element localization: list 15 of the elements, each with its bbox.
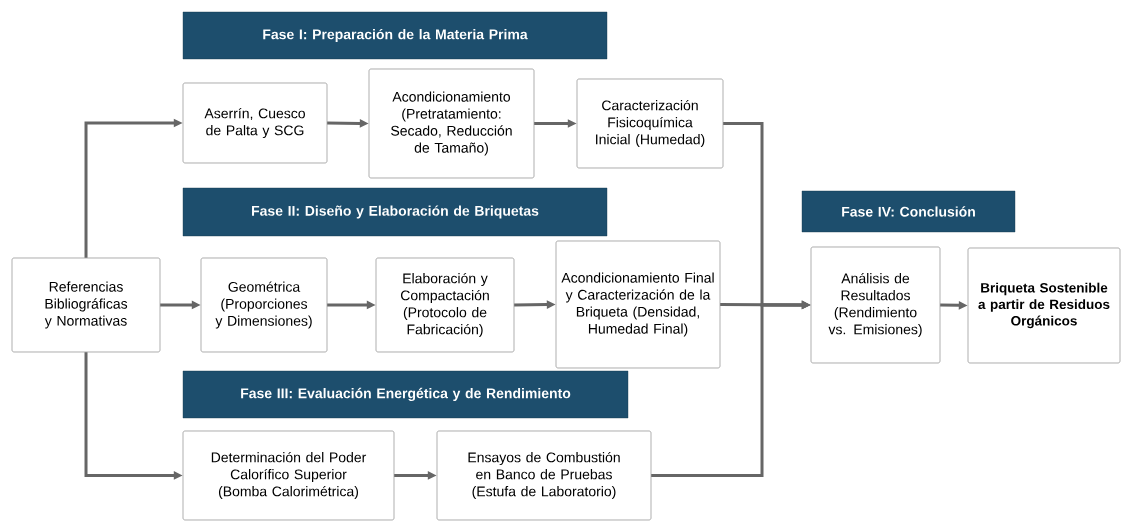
process-box: Geométrica (Proporciones y Dimensiones) [200,257,328,353]
process-box: Caracterización Fisicoquímica Inicial (Humedad) [576,78,724,169]
phase-banner: Fase IV: Conclusión [801,190,1016,233]
phase-banner: Fase II: Diseño y Elaboración de Briquetas [182,187,608,237]
process-box: Aserrín, Cuesco de Palta y SCG [182,82,328,164]
process-box: Acondicionamiento Final y Caracterización de la Briqueta (Densidad, Humedad Final) [555,240,721,369]
process-box: Elaboración y Compactación (Protocolo de Fabricación) [375,257,515,353]
process-box: Determinación del Poder Calorífico Superior (Bomba Calorimétrica) [182,430,395,521]
process-box: Análisis de Resultados (Rendimiento vs. Emisiones) [810,246,941,364]
process-box: Acondicionamiento (Pretratamiento: Secado, Reducción de Tamaño) [368,68,535,179]
phase-banner: Fase III: Evaluación Energética y de Rendimiento [182,370,629,419]
process-box: Referencias Bibliográficas y Normativas [11,257,161,353]
phase-banner: Fase I: Preparación de la Materia Prima [182,11,608,60]
result-box: Briqueta Sostenible a partir de Residuos Orgánicos [967,247,1121,364]
process-box: Ensayos de Combustión en Banco de Pruebas (Estufa de Laboratorio) [436,430,652,521]
